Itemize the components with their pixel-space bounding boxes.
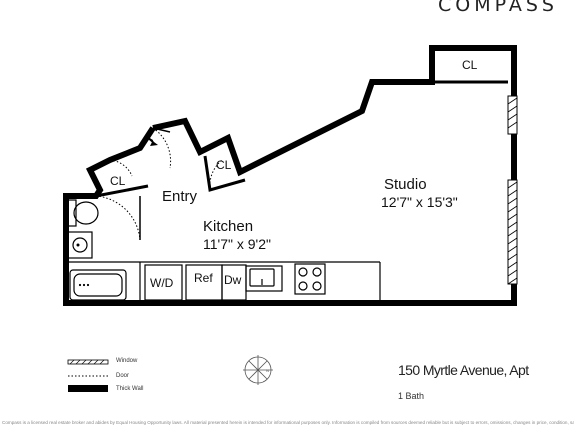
compass-logo: COMPASS (438, 0, 558, 16)
entry-label: Entry (162, 188, 198, 205)
studio-dims: 12'7" x 15'3" (381, 194, 458, 210)
washer-dryer-box (144, 264, 183, 301)
tub-inner (73, 273, 123, 297)
door-leaves (139, 127, 171, 240)
stove (294, 263, 326, 295)
closet-label-top: CL (462, 58, 478, 72)
entry-arrow-icon (146, 136, 158, 146)
studio-label: Studio (384, 176, 427, 193)
legal-disclaimer: Compass is a licensed real estate broker… (2, 420, 574, 425)
sink-basin (72, 237, 88, 253)
dishwasher-label: Dw (224, 273, 242, 287)
closet-left (95, 184, 149, 198)
listing-address: 150 Myrtle Avenue, Apt (398, 362, 529, 378)
window-lines (507, 97, 518, 285)
kitchen-label: Kitchen (203, 218, 254, 235)
compass-north: N (266, 368, 269, 373)
window-hatch (507, 95, 518, 285)
kitchen-counter (140, 261, 381, 303)
bathroom (66, 199, 141, 303)
legend-window-label: Window (116, 358, 138, 364)
kitchen-sink (249, 268, 275, 287)
closet-label-left: CL (110, 174, 126, 188)
washer-dryer-label: W/D (150, 276, 174, 290)
toilet-tank (67, 199, 77, 227)
legend-wall-label: Thick Wall (116, 386, 144, 392)
door-swings (95, 127, 223, 241)
sink (67, 231, 93, 259)
legend-wall-swatch (68, 385, 108, 392)
bathtub (69, 269, 127, 301)
sink-drain-icon (76, 243, 80, 247)
kitchen-dims: 11'7" x 9'2" (203, 236, 271, 252)
wall-outline (63, 45, 517, 306)
tub-drain (78, 283, 90, 287)
compass-icon (243, 355, 273, 385)
legend-door-label: Door (116, 373, 130, 379)
sink-counter (245, 265, 283, 292)
legend (67, 359, 109, 392)
toilet-bowl (73, 201, 99, 225)
listing-baths: 1 Bath (398, 391, 425, 401)
fridge-label: Ref (194, 271, 213, 285)
thick-walls (63, 45, 517, 306)
closet-label-mid: CL (216, 158, 232, 172)
